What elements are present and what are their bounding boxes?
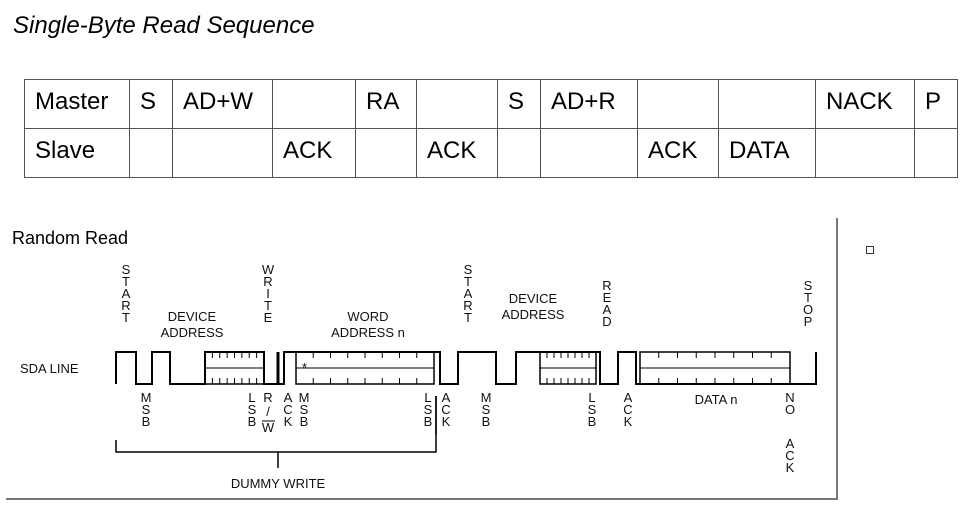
rw-slash-label: / [266, 404, 270, 419]
table-cell [497, 128, 541, 178]
random-read-title: Random Read [12, 228, 129, 248]
table-cell: AD+W [172, 79, 273, 129]
word-address-marker: * [302, 360, 307, 375]
table-cell: ACK [272, 128, 356, 178]
rw-r-label: R [263, 390, 272, 405]
table-cell: DATA [718, 128, 816, 178]
small-square-icon [866, 246, 874, 254]
table-cell: Slave [24, 128, 130, 178]
table-cell: P [914, 79, 958, 129]
device-address-2-label-line1: DEVICE [509, 291, 558, 306]
table-cell: Master [24, 79, 130, 129]
data-n-label: DATA n [695, 392, 738, 407]
device-address-2-label-line2: ADDRESS [502, 307, 565, 322]
dummy-write-label: DUMMY WRITE [231, 476, 326, 491]
dummy-write-bracket [115, 396, 437, 453]
word-address-label-line1: WORD [347, 309, 388, 324]
rw-w-label: W [262, 420, 275, 435]
sda-waveform [115, 351, 817, 385]
random-read-panel: Random Read [6, 218, 838, 500]
page-title: Single-Byte Read Sequence [13, 12, 315, 39]
table-cell [540, 128, 638, 178]
table-cell [355, 128, 417, 178]
table-cell: AD+R [540, 79, 638, 129]
word-address-label-line2: ADDRESS n [331, 325, 405, 340]
table-cell: NACK [815, 79, 915, 129]
table-cell [914, 128, 958, 178]
device-address-label-line2: ADDRESS [161, 325, 224, 340]
bit-ticks [211, 352, 772, 384]
table-cell [718, 79, 816, 129]
table-cell: S [497, 79, 541, 129]
table-cell [416, 79, 498, 129]
table-cell [172, 128, 273, 178]
device-address-label-line1: DEVICE [168, 309, 217, 324]
sda-line-label: SDA LINE [20, 361, 79, 376]
